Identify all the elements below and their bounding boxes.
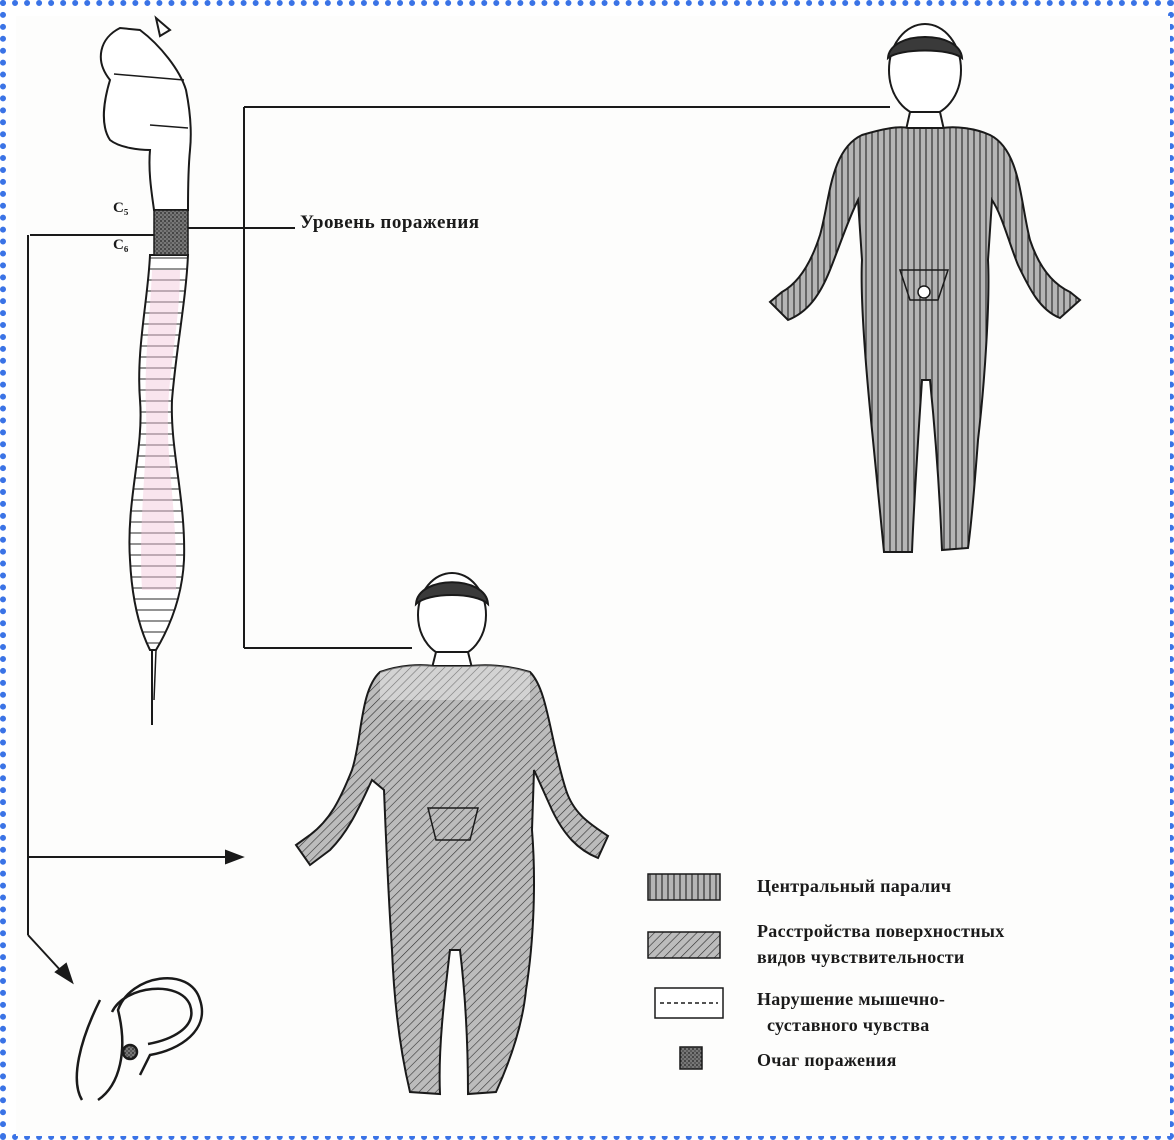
legend-line: Нарушение мышечно- bbox=[757, 986, 945, 1012]
legend-line: видов чувствительности bbox=[757, 944, 1005, 970]
lesion-level-label: Уровень поражения bbox=[300, 212, 480, 234]
legend-line: суставного чувства bbox=[757, 1012, 945, 1038]
figure-upper bbox=[770, 24, 1080, 552]
legend-label-central-paralysis: Центральный паралич bbox=[757, 873, 951, 899]
legend-swatches bbox=[648, 874, 723, 1069]
legend-label-proprioceptive: Нарушение мышечно- суставного чувства bbox=[757, 986, 945, 1038]
spinal-cord-column bbox=[101, 18, 191, 725]
segment-label-upper: C₅ bbox=[113, 200, 128, 217]
legend-swatch-superficial-sensory bbox=[648, 932, 720, 958]
figure-lower bbox=[296, 573, 608, 1094]
cord-cross-section-sketch bbox=[77, 978, 202, 1100]
legend-line: Расстройства поверхностных bbox=[757, 918, 1005, 944]
legend-label-lesion-focus: Очаг поражения bbox=[757, 1047, 897, 1073]
legend-line: Очаг поражения bbox=[757, 1050, 897, 1070]
legend-swatch-central-paralysis bbox=[648, 874, 720, 900]
legend-label-superficial-sensory: Расстройства поверхностных видов чувстви… bbox=[757, 918, 1005, 970]
legend-swatch-lesion-focus bbox=[680, 1047, 702, 1069]
legend-line: Центральный паралич bbox=[757, 876, 951, 896]
segment-label-lower: C₆ bbox=[113, 237, 128, 254]
